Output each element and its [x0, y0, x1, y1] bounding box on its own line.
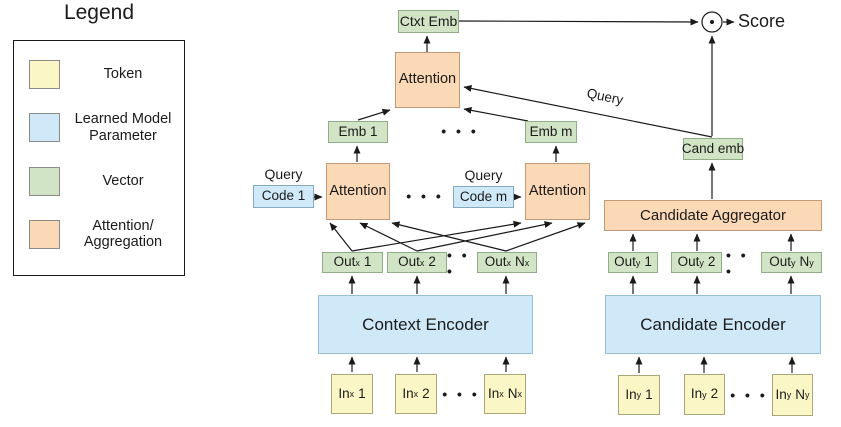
- legend-label-learned-parameter: Learned Model Parameter: [74, 111, 172, 144]
- candidate-aggregator-box: Candidate Aggregator: [604, 200, 822, 231]
- attention-left-box: Attention: [326, 163, 390, 220]
- ctxt-emb-box: Ctxt Emb: [398, 10, 459, 33]
- attention-aggregation-swatch: [29, 219, 60, 249]
- legend-label-token: Token: [103, 66, 143, 83]
- emb-m-box: Emb m: [525, 121, 577, 143]
- query-code-m-box: Code m: [453, 186, 514, 208]
- ellipsis-in-y: • • •: [730, 387, 768, 403]
- legend-row-attention-aggregation: Attention/ Aggregation: [29, 218, 174, 251]
- ellipsis-in-x: • • •: [442, 386, 480, 402]
- legend-row-token: Token: [29, 60, 174, 89]
- score-label: Score: [738, 11, 786, 31]
- context-attention-box: Attention: [395, 52, 460, 108]
- query-label-left: Query: [264, 166, 303, 182]
- ellipsis-out-x: • • •: [447, 247, 470, 279]
- legend-row-vector: Vector: [29, 166, 174, 196]
- attention-right-box: Attention: [525, 163, 590, 220]
- legend-title: Legend: [63, 1, 135, 24]
- legend-label-vector: Vector: [102, 172, 144, 189]
- ellipsis-attention: • • •: [406, 188, 444, 204]
- cand-emb-box: Cand emb: [682, 138, 744, 160]
- query-label-right: Query: [464, 167, 503, 183]
- candidate-encoder-box: Candidate Encoder: [605, 295, 821, 354]
- legend-panel: Token Learned Model Parameter Vector Att…: [13, 40, 185, 276]
- ellipsis-out-y: • • •: [726, 247, 749, 279]
- emb-1-box: Emb 1: [328, 121, 388, 143]
- token-swatch: [29, 60, 60, 89]
- context-encoder-box: Context Encoder: [318, 295, 533, 354]
- legend-label-attention-aggregation: Attention/ Aggregation: [83, 217, 163, 251]
- dot-product-icon: [701, 11, 723, 33]
- query-code-1-box: Code 1: [253, 185, 314, 208]
- ellipsis-emb: • • •: [441, 123, 479, 139]
- legend-row-learned-parameter: Learned Model Parameter: [29, 111, 174, 144]
- learned-parameter-swatch: [29, 113, 60, 143]
- connectors-group: [314, 18, 796, 373]
- vector-swatch: [29, 166, 60, 196]
